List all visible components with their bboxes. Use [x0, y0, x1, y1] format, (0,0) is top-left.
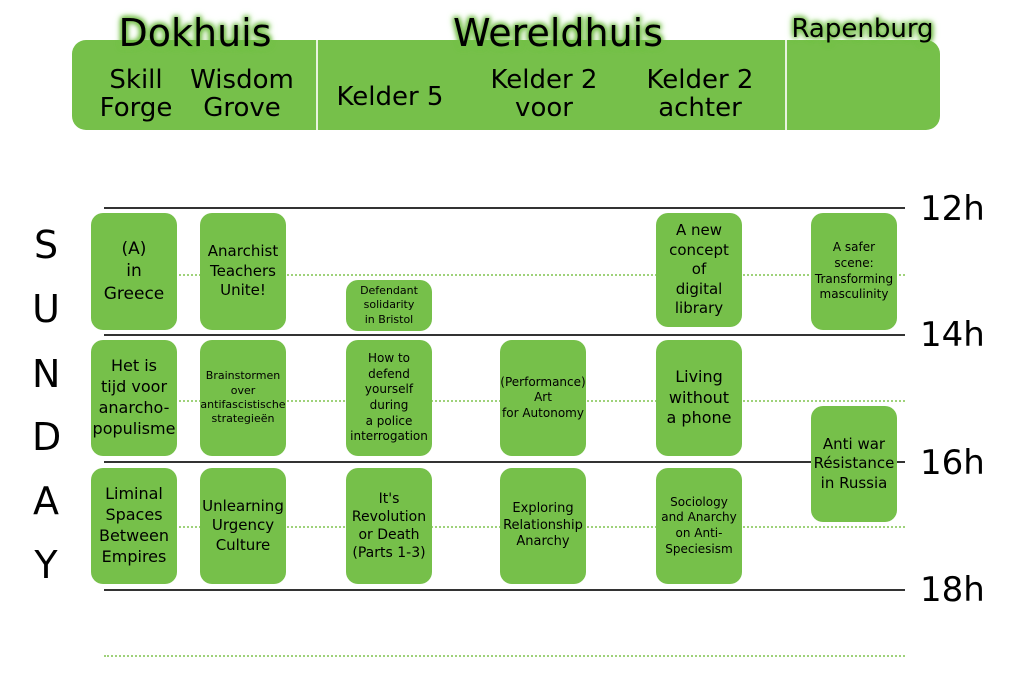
- event-card[interactable]: Het is tijd voor anarcho- populisme: [91, 340, 177, 456]
- hour-label: 14h: [920, 315, 985, 355]
- event-card[interactable]: It's Revolution or Death (Parts 1-3): [346, 468, 432, 584]
- day-letter: A: [33, 479, 59, 523]
- event-title: Liminal Spaces Between Empires: [98, 484, 169, 566]
- event-title: Unlearning Urgency Culture: [202, 496, 284, 554]
- event-card[interactable]: Living without a phone: [656, 340, 742, 456]
- room-skill-forge: Skill Forge: [99, 65, 173, 123]
- event-card[interactable]: Anarchist Teachers Unite!: [200, 213, 286, 330]
- hour-label: 16h: [920, 443, 985, 483]
- event-title: Sociology and Anarchy on Anti- Speciesis…: [661, 494, 737, 556]
- hour-line: [104, 334, 905, 336]
- venue-rapenburg: Rapenburg: [791, 14, 934, 44]
- event-card[interactable]: (A) in Greece: [91, 213, 177, 330]
- hour-line: [104, 207, 905, 209]
- event-card[interactable]: A safer scene: Transforming masculinity: [811, 213, 897, 330]
- day-letter: S: [33, 223, 59, 267]
- half-hour-line: [104, 274, 905, 276]
- event-card[interactable]: Brainstormen over antifascistische strat…: [200, 340, 286, 456]
- event-card[interactable]: Defendant solidarity in Bristol: [346, 280, 432, 331]
- room-wisdom-grove: Wisdom Grove: [190, 65, 294, 123]
- event-card[interactable]: Unlearning Urgency Culture: [200, 468, 286, 584]
- event-title: (Performance) Art for Autonomy: [500, 374, 586, 420]
- venue-header: [72, 40, 940, 130]
- event-card[interactable]: Liminal Spaces Between Empires: [91, 468, 177, 584]
- event-card[interactable]: Exploring Relationship Anarchy: [500, 468, 586, 584]
- hour-label: 18h: [920, 570, 985, 610]
- room-kelder-2-voor: Kelder 2 voor: [490, 65, 598, 123]
- event-title: Anarchist Teachers Unite!: [207, 242, 279, 300]
- event-title: A safer scene: Transforming masculinity: [814, 240, 894, 302]
- event-card[interactable]: A new concept of digital library: [656, 213, 742, 327]
- event-title: It's Revolution or Death (Parts 1-3): [351, 490, 427, 562]
- event-title: A new concept of digital library: [669, 221, 729, 318]
- divider: [316, 40, 318, 130]
- day-letter: D: [32, 415, 62, 459]
- room-kelder-2-achter: Kelder 2 achter: [646, 65, 754, 123]
- divider: [785, 40, 787, 130]
- event-card[interactable]: Sociology and Anarchy on Anti- Speciesis…: [656, 468, 742, 584]
- event-card[interactable]: (Performance) Art for Autonomy: [500, 340, 586, 456]
- hour-line: [104, 461, 905, 463]
- venue-dokhuis: Dokhuis: [118, 11, 272, 55]
- event-title: Living without a phone: [666, 366, 732, 428]
- day-letter: U: [32, 287, 60, 331]
- event-title: Anti war Résistance in Russia: [813, 434, 895, 492]
- event-card[interactable]: Anti war Résistance in Russia: [811, 406, 897, 522]
- event-title: Exploring Relationship Anarchy: [503, 500, 583, 550]
- event-title: Defendant solidarity in Bristol: [360, 284, 418, 326]
- day-letter: Y: [34, 543, 58, 587]
- day-letter: N: [32, 352, 61, 396]
- venue-wereldhuis: Wereldhuis: [452, 11, 664, 55]
- event-title: How to defend yourself during a police i…: [350, 351, 428, 444]
- half-hour-line: [104, 655, 905, 657]
- event-title: Het is tijd voor anarcho- populisme: [92, 356, 176, 438]
- hour-line: [104, 589, 905, 591]
- event-card[interactable]: How to defend yourself during a police i…: [346, 340, 432, 456]
- event-title: Brainstormen over antifascistische strat…: [200, 369, 286, 426]
- event-title: (A) in Greece: [103, 239, 165, 304]
- hour-label: 12h: [920, 189, 985, 229]
- room-kelder-5: Kelder 5: [336, 82, 444, 112]
